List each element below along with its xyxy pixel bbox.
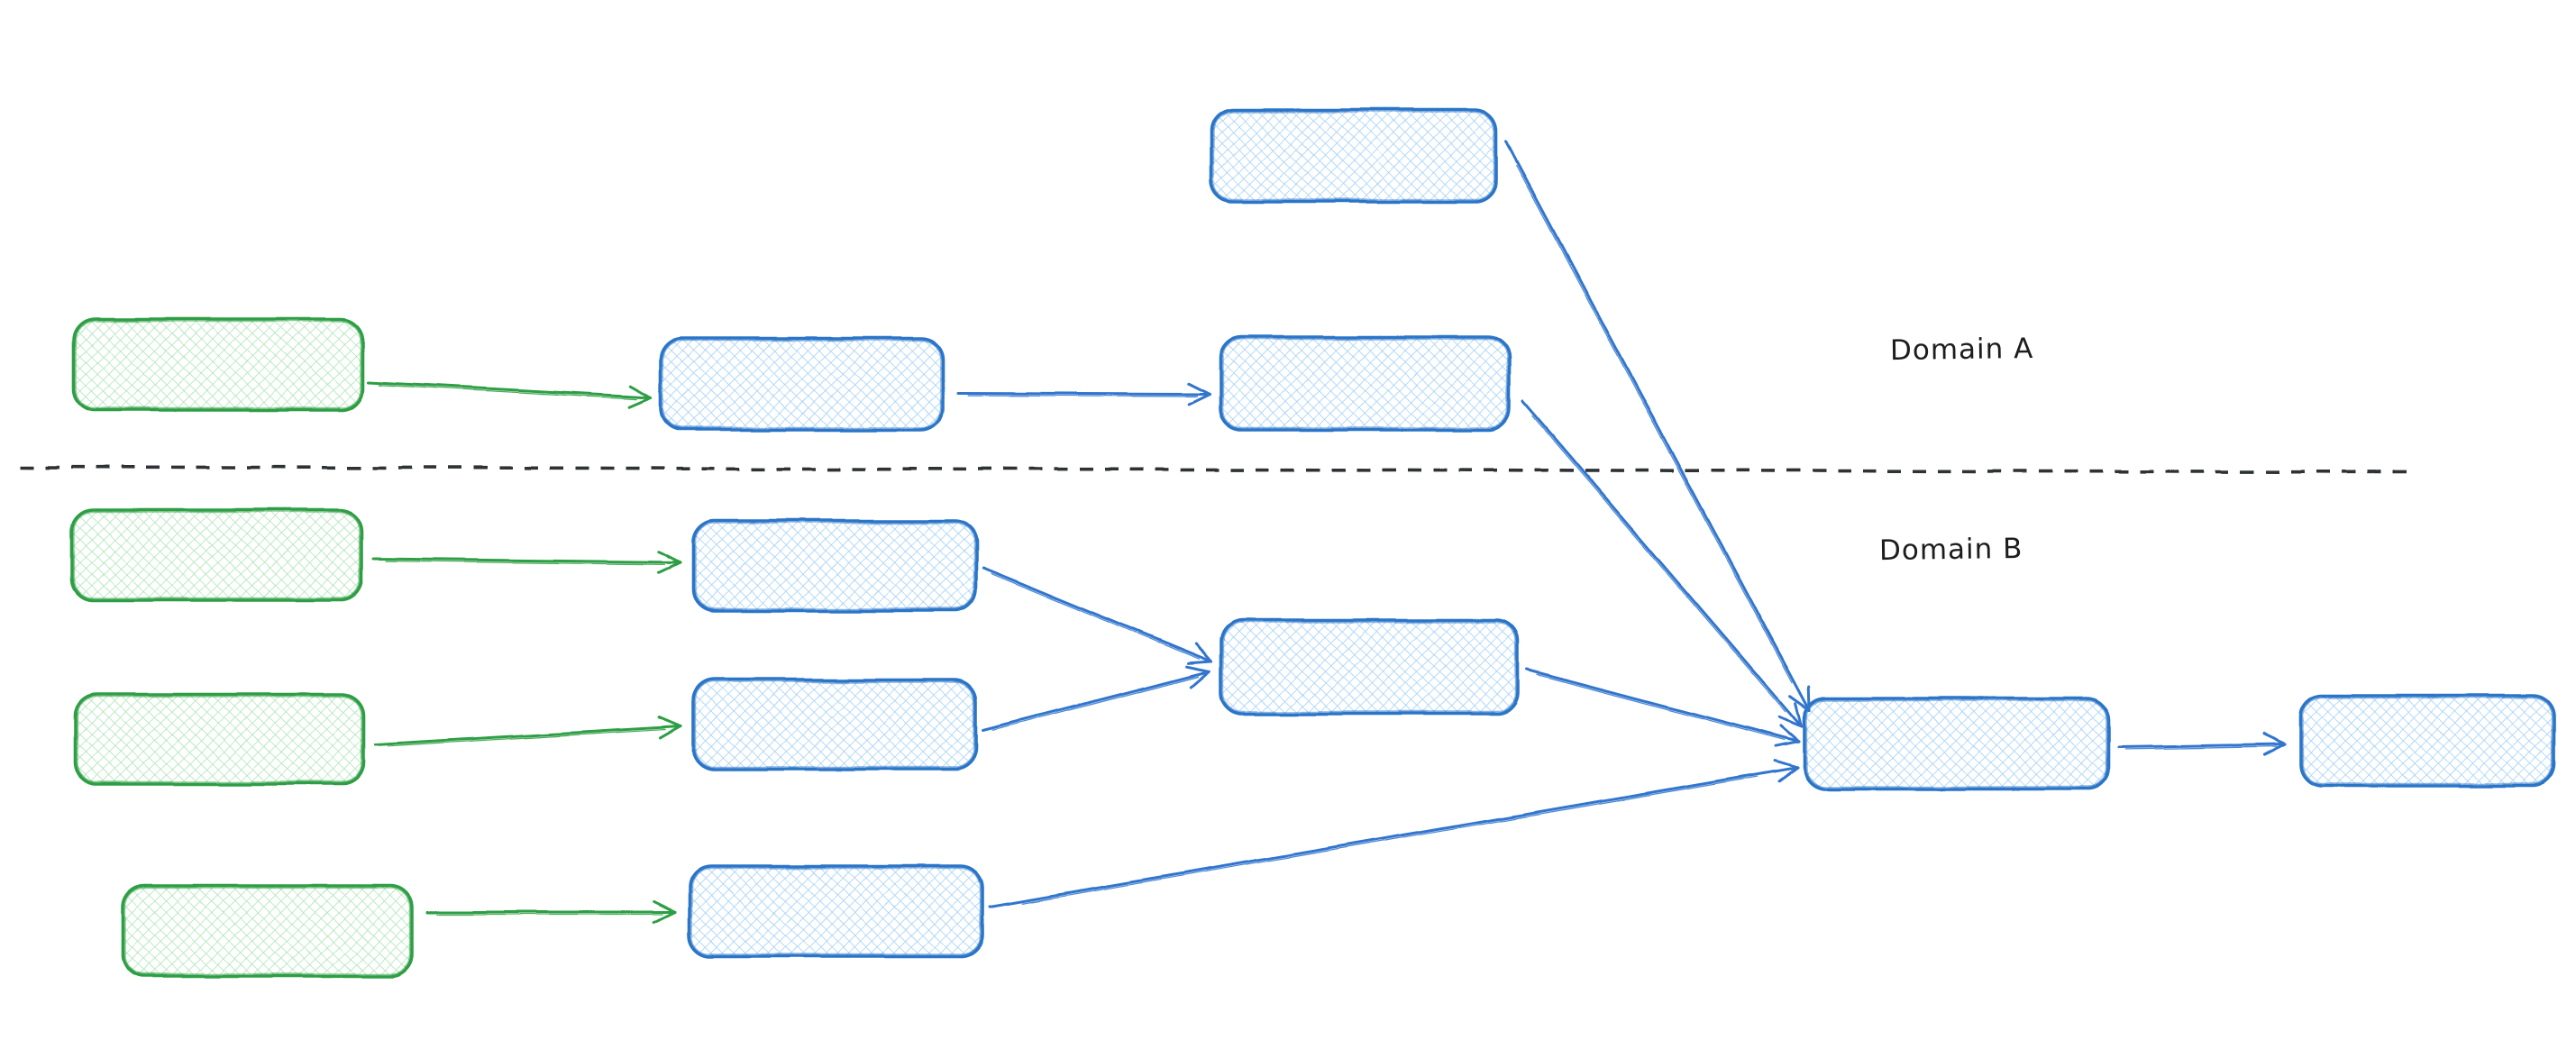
node-blue-top (1210, 108, 1498, 204)
node-green-source-a (72, 317, 364, 412)
node-green-source-b3 (121, 884, 414, 978)
domain-divider-dashed-line (19, 465, 2415, 474)
label-domain-a: Domain A (1889, 332, 2034, 368)
node-green-source-b1 (70, 508, 363, 602)
arrow-source-a-to-a1 (366, 380, 653, 408)
arrow-top-to-collector (1504, 140, 1812, 712)
arrow-b3-to-collector (988, 760, 1799, 908)
arrow-source-b2-to-b2 (374, 716, 682, 747)
node-green-source-b2 (74, 692, 366, 786)
arrow-b1-to-merge (982, 566, 1213, 665)
node-blue-a1 (659, 336, 945, 432)
node-blue-collector (1803, 697, 2111, 791)
diagram-content-group (19, 108, 2555, 978)
arrow-source-b1-to-b1 (371, 550, 681, 574)
arrow-collector-to-output (2117, 733, 2287, 757)
node-blue-output (2299, 694, 2555, 788)
node-blue-a2 (1219, 335, 1512, 432)
node-blue-b2 (691, 678, 978, 771)
node-blue-merge (1219, 618, 1520, 716)
arrow-a1-to-a2 (956, 381, 1211, 406)
label-domain-b: Domain B (1878, 532, 2023, 568)
arrow-merge-to-collector (1525, 668, 1801, 748)
arrow-b2-to-merge (982, 665, 1211, 732)
node-blue-b3 (688, 864, 984, 958)
arrow-source-b3-to-b3 (425, 899, 677, 925)
node-blue-b1 (691, 519, 978, 613)
arrow-a2-to-collector (1521, 400, 1804, 728)
